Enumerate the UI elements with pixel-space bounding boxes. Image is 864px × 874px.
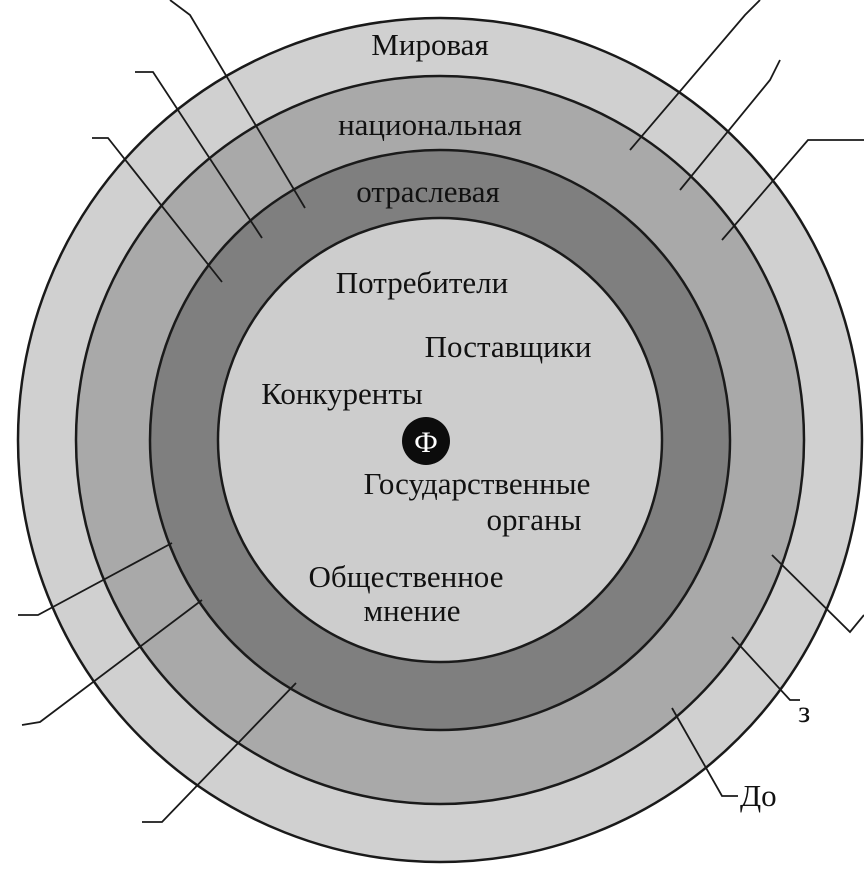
item-opinion-line2: мнение [364,593,461,628]
ring-label-world: Мировая [371,27,488,62]
leader-line [679,59,781,191]
leader-line [21,599,203,726]
leader-line [671,707,738,797]
leader-line [135,71,263,239]
edge-glyph-bottom-right: До [740,778,777,813]
leader-line [731,636,800,701]
ring-label-industry: отраслевая [356,174,500,209]
center-symbol: Ф [414,426,438,459]
leader-line [142,682,297,823]
item-consumers: Потребители [336,265,508,300]
item-government-line1: Государственные [364,466,591,501]
ring-label-national: национальная [338,107,522,142]
item-competitors: Конкуренты [261,376,423,411]
leader-line [18,542,173,616]
leader-line [169,0,306,209]
item-opinion-line1: Общественное [309,559,504,594]
item-government-line2: органы [487,502,582,537]
leader-line [629,0,761,151]
item-suppliers: Поставщики [425,329,592,364]
edge-glyph-right-lower: з [798,694,810,729]
leader-lines [18,0,864,823]
leader-line [721,139,864,241]
leader-line [771,554,864,634]
center-dot [402,417,450,465]
leader-line [92,137,223,283]
